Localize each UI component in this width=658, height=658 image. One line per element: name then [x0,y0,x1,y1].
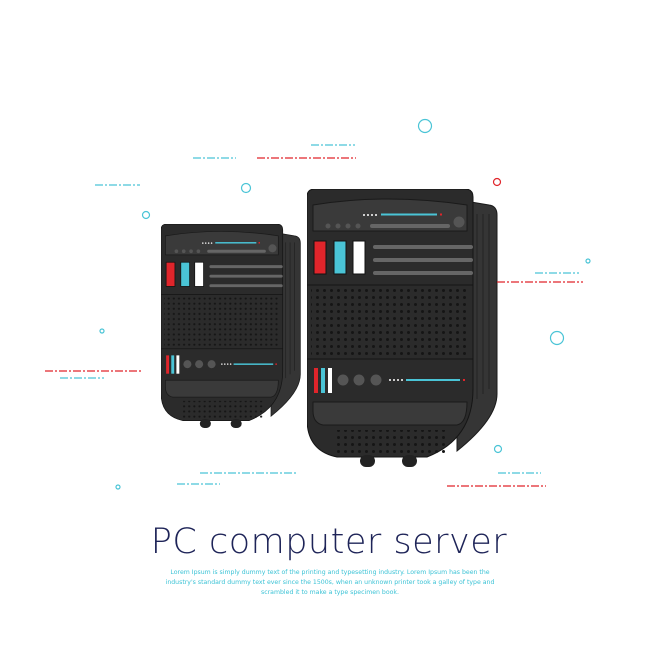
small-server-icon [161,224,301,429]
page-title: PC computer server [150,522,508,562]
decorative-lines [45,144,583,487]
description-text: Lorem Ipsum is simply dummy text of the … [165,569,495,596]
decorative-circles [99,118,591,490]
large-server-icon [307,189,498,468]
